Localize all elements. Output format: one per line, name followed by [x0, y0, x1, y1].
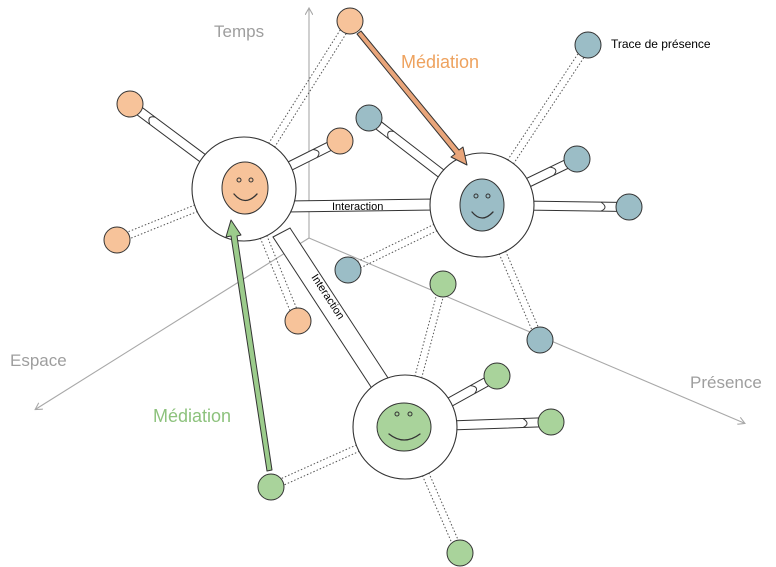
time-axis-label: Temps: [214, 22, 264, 41]
trace-dotted-link-orange-2-0: [125, 203, 199, 234]
trace-dotted-link-green-13-1: [413, 293, 438, 380]
trace-connector-curl-green-11: [470, 385, 478, 394]
trace-legend-label: Trace de présence: [611, 37, 711, 51]
trace-dotted-link-green-14-0: [279, 442, 360, 480]
presence-trace-orange: [336, 7, 364, 35]
presence-trace-orange: [116, 90, 144, 118]
actor-orange-eye-right: [248, 177, 254, 183]
trace-dotted-link-blue-10-1: [503, 247, 540, 329]
actor-blue-eye-right: [485, 193, 491, 199]
presence-trace-links: [125, 28, 586, 545]
actor-orange-eye-left: [236, 177, 242, 183]
trace-connector-curl-blue-7: [600, 201, 606, 212]
trace-dotted-link-orange-4-0: [272, 31, 348, 151]
presence-trace-orange: [284, 307, 312, 335]
actor-green-mouth: [388, 433, 421, 441]
trace-connector-curl-orange-1: [312, 149, 320, 158]
actor-orange: [191, 136, 297, 242]
interaction-label-horizontal: Interaction: [332, 201, 383, 213]
axes: Temps Espace Présence: [10, 9, 762, 423]
actor-green-eye-left: [394, 411, 400, 417]
presence-trace-blue: [334, 256, 362, 284]
trace-connectors: [135, 106, 619, 431]
space-axis: [36, 237, 310, 409]
trace-dotted-link-orange-4-1: [266, 28, 342, 147]
trace-dotted-link-green-15-0: [420, 472, 453, 545]
presence-trace-green: [446, 539, 474, 567]
trace-dotted-link-blue-9-0: [356, 222, 438, 263]
trace-connector-curl-green-12: [522, 418, 528, 428]
actors: [191, 136, 535, 480]
mediation-arrow-green: [225, 219, 273, 472]
interaction-links: Interaction Interaction: [272, 198, 435, 391]
actor-blue-face: [459, 178, 505, 232]
actor-green-face: [376, 402, 432, 452]
presence-trace-blue: [355, 104, 383, 132]
presence-axis: [308, 237, 744, 423]
trace-connector-curl-blue-5: [387, 130, 395, 139]
actor-orange-mouth: [233, 193, 258, 202]
mediation-label-orange: Médiation: [401, 52, 479, 72]
presence-trace-orange: [103, 226, 131, 254]
trace-dotted-link-green-13-0: [420, 295, 445, 382]
trace-dotted-link-orange-2-1: [128, 209, 201, 240]
trace-connector-curl-orange-0: [148, 116, 156, 125]
actor-green-eye-right: [407, 411, 413, 417]
trace-dotted-link-green-15-1: [426, 469, 460, 542]
presence-trace-orange: [326, 127, 354, 155]
actor-blue-mouth: [471, 211, 494, 219]
presence-trace-green: [483, 362, 511, 390]
trace-dotted-link-green-14-1: [282, 449, 363, 487]
presence-trace-blue: [526, 326, 554, 354]
trace-dotted-link-blue-10-0: [497, 250, 533, 332]
trace-connector-orange-0: [135, 106, 209, 165]
presence-trace-blue: [574, 31, 602, 59]
actor-blue: [429, 152, 535, 258]
actor-orange-face: [221, 161, 269, 215]
actor-green: [352, 374, 458, 480]
presence-trace-green: [429, 270, 457, 298]
presence-trace-green: [537, 408, 565, 436]
trace-dotted-link-blue-8-1: [505, 51, 580, 164]
trace-connector-curl-blue-6: [549, 166, 557, 176]
presence-traces: [103, 7, 643, 567]
trace-dotted-link-blue-8-0: [511, 55, 586, 168]
presence-trace-blue: [563, 145, 591, 173]
mediation-arrows: Médiation Médiation: [153, 30, 479, 472]
presence-trace-green: [257, 473, 285, 501]
actor-blue-eye-left: [473, 193, 479, 199]
mediation-arrow-orange: [356, 30, 468, 166]
presence-trace-blue: [615, 193, 643, 221]
mediation-label-green: Médiation: [153, 406, 231, 426]
space-axis-label: Espace: [10, 351, 67, 370]
trace-dotted-link-blue-9-1: [359, 228, 441, 269]
presence-axis-label: Présence: [690, 373, 762, 392]
